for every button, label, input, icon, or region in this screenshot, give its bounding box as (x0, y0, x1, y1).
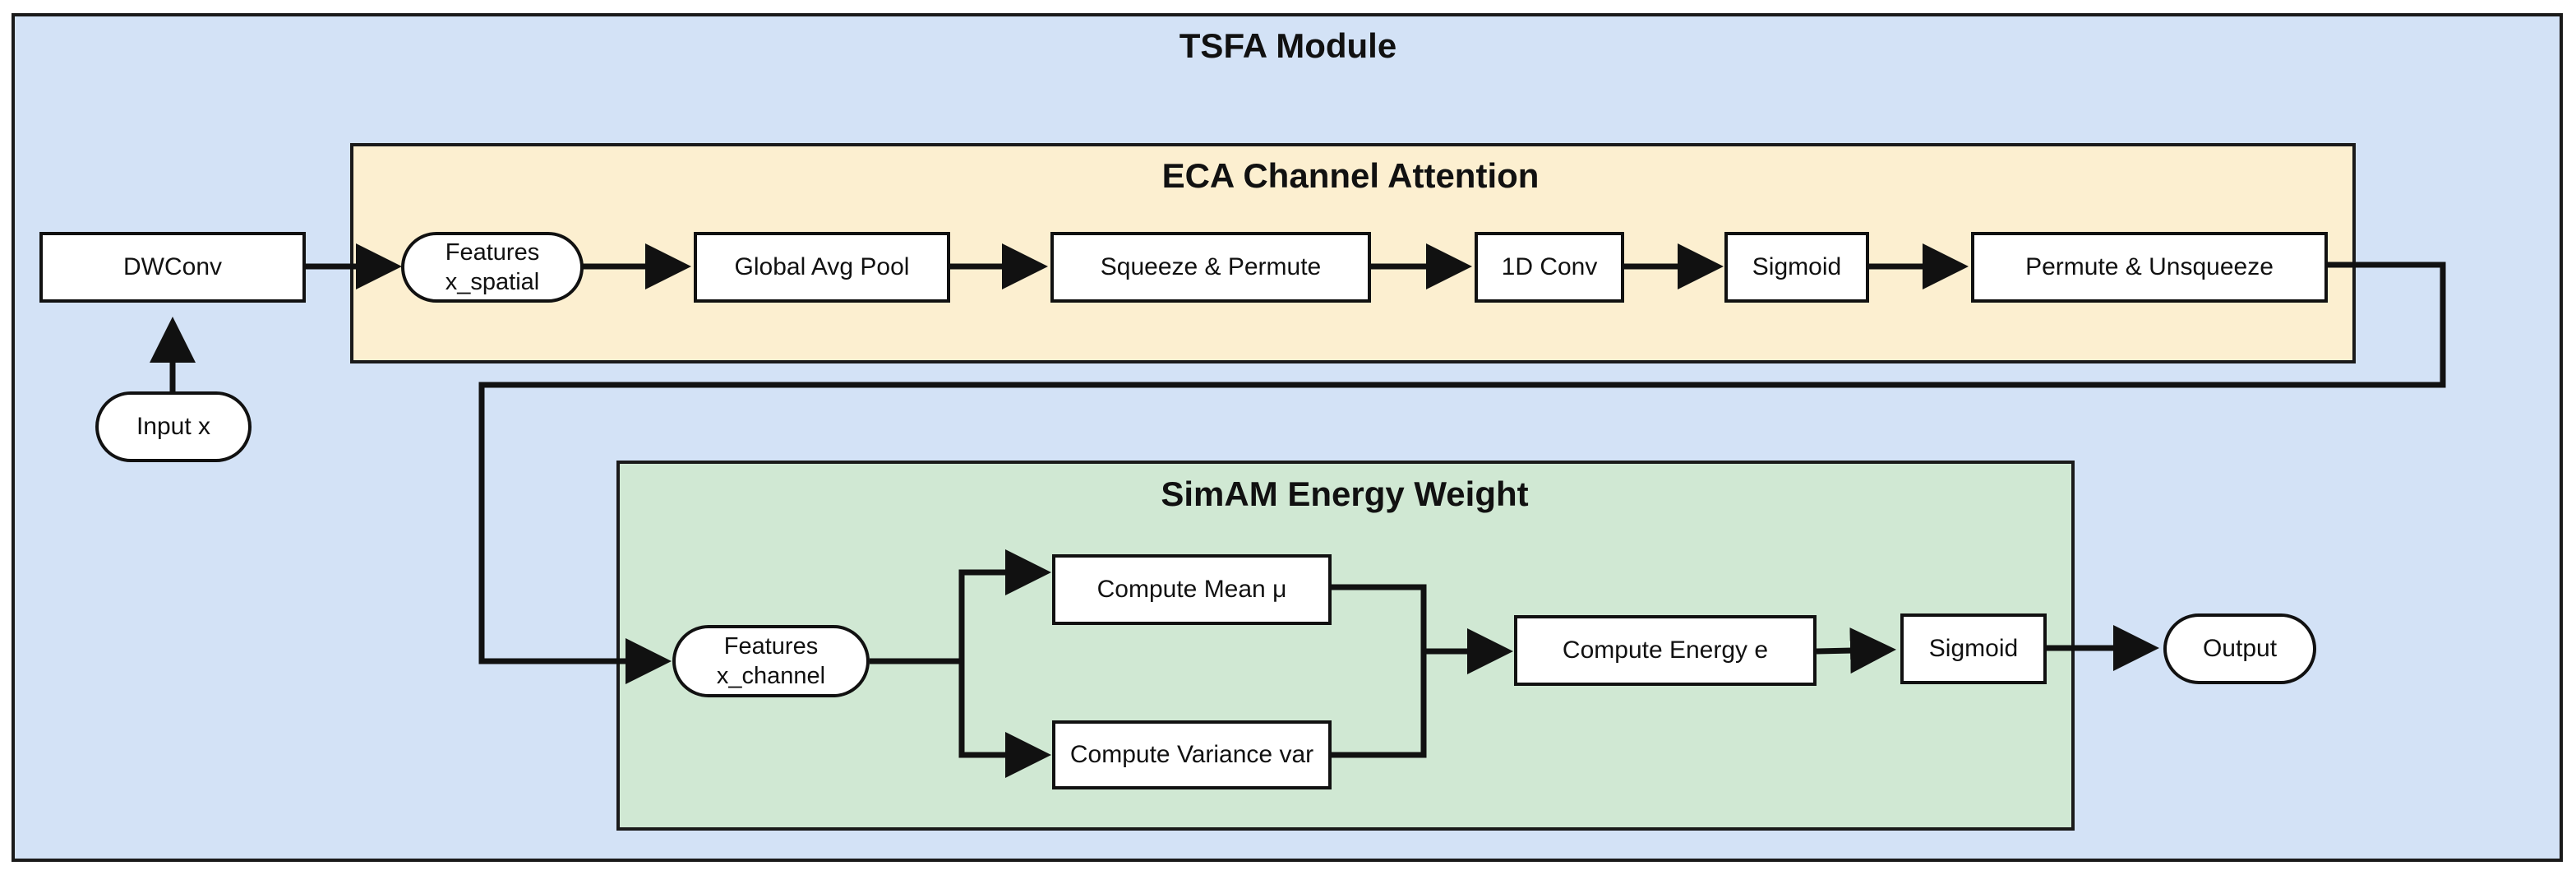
edge-features-variance (958, 661, 1051, 778)
edge-mean-energy (1332, 584, 1427, 651)
squeeze-permute-node[interactable]: Squeeze & Permute (1050, 232, 1371, 303)
edge-variance-energy (1332, 651, 1427, 758)
simam-title: SimAM Energy Weight (1161, 475, 1529, 513)
eca-title: ECA Channel Attention (1161, 156, 1540, 195)
features-x-channel-node[interactable]: Features x_channel (672, 625, 870, 697)
global-avg-pool-node[interactable]: Global Avg Pool (694, 232, 950, 303)
compute-mean-node[interactable]: Compute Mean μ (1052, 554, 1332, 625)
tsfa-module-title: TSFA Module (1179, 26, 1397, 65)
permute-unsqueeze-node[interactable]: Permute & Unsqueeze (1971, 232, 2328, 303)
features-x-spatial-node[interactable]: Features x_spatial (401, 232, 584, 303)
edge-energy-sigmoid (1816, 627, 1896, 674)
dwconv-node[interactable]: DWConv (39, 232, 306, 303)
output-node[interactable]: Output (2163, 613, 2316, 684)
eca-sigmoid-node[interactable]: Sigmoid (1724, 232, 1869, 303)
compute-energy-node[interactable]: Compute Energy e (1514, 615, 1817, 686)
compute-variance-node[interactable]: Compute Variance var (1052, 720, 1332, 789)
edge-features-mean (870, 549, 1051, 664)
conv1d-node[interactable]: 1D Conv (1475, 232, 1624, 303)
simam-sigmoid-node[interactable]: Sigmoid (1900, 613, 2047, 684)
input-x-node[interactable]: Input x (95, 391, 252, 462)
edge-unsqueeze-features-channel (478, 262, 2446, 684)
